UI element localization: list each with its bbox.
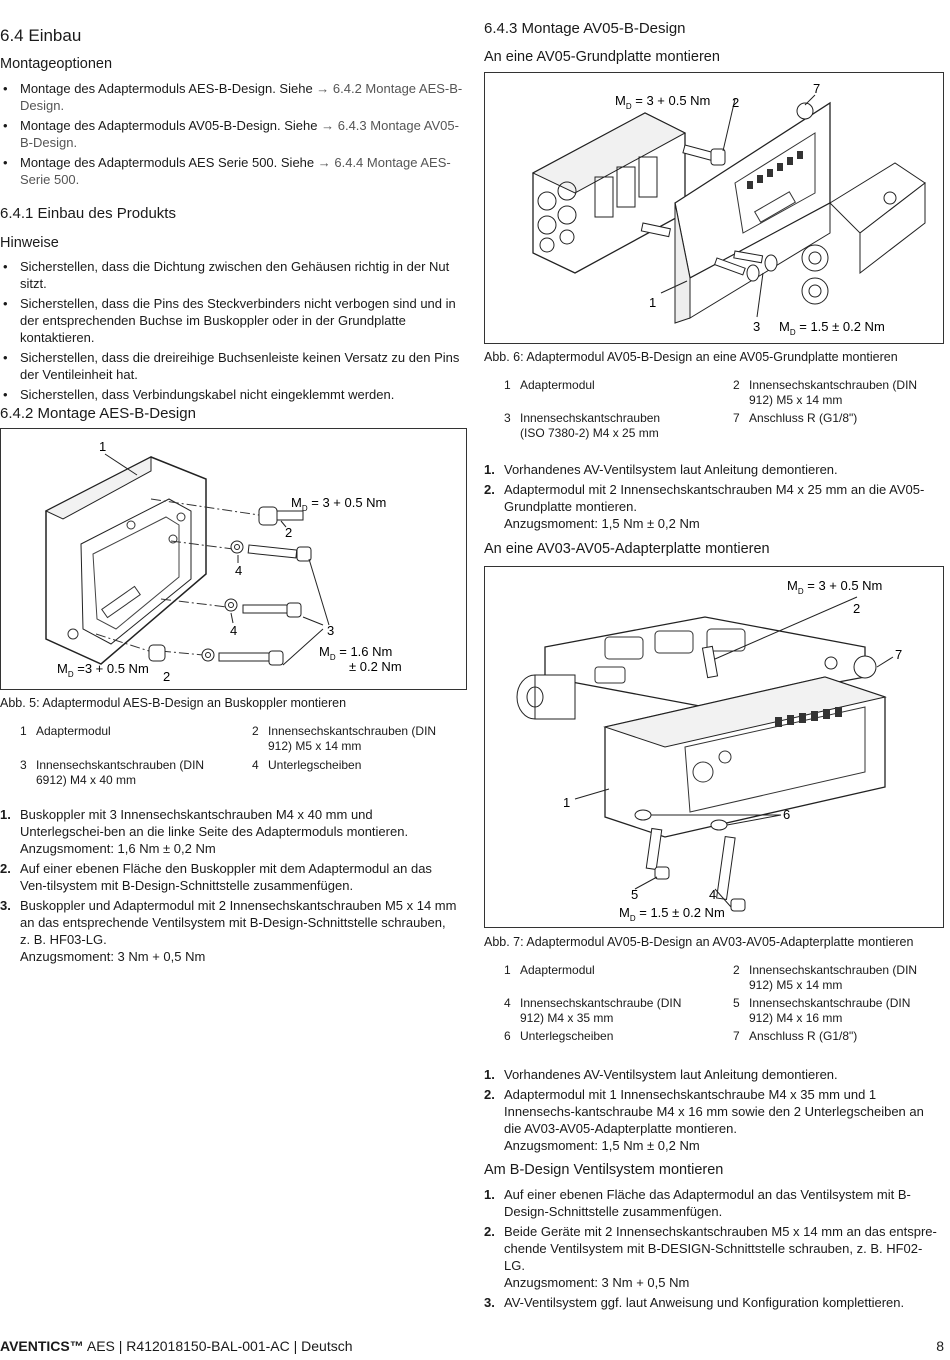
fig7-label-7: 7 xyxy=(895,647,902,662)
fig5-md-label: MD = 3 + 0.5 Nm xyxy=(291,495,386,513)
fig5-md-tolerance: ± 0.2 Nm xyxy=(349,659,402,674)
fig6-label-7: 7 xyxy=(813,81,820,96)
fig5-md-label-bottom: MD =3 + 0.5 Nm xyxy=(57,661,149,679)
brand-name: AVENTICS™ xyxy=(0,1338,84,1354)
figure-5-drawing: 1 MD = 3 + 0.5 Nm 2 4 4 3 MD = 1.6 Nm ± … xyxy=(44,439,402,684)
list-item: Sicherstellen, dass die dreireihige Buch… xyxy=(0,349,468,383)
step-item: 2.Auf einer ebenen Fläche den Buskoppler… xyxy=(0,861,432,893)
step-item: 2.Adaptermodul mit 1 Innensechskantschra… xyxy=(484,1087,924,1153)
figure-7-drawing: MD = 3 + 0.5 Nm 2 7 1 6 5 4 MD = 1.5 ± 0… xyxy=(516,578,902,923)
subsection-title-642: 6.4.2 Montage AES-B-Design xyxy=(0,405,196,422)
list-item: Sicherstellen, dass die Pins des Steckve… xyxy=(0,295,468,346)
av05-steps: 1.Vorhandenes AV-Ventilsystem laut Anlei… xyxy=(484,461,940,535)
b-design-heading: Am B-Design Ventilsystem montieren xyxy=(484,1162,724,1178)
fig5-label-2-top: 2 xyxy=(285,525,292,540)
fig7-md-top: MD = 3 + 0.5 Nm xyxy=(787,578,882,596)
fig6-label-2: 2 xyxy=(732,95,739,110)
fig7-label-2: 2 xyxy=(853,601,860,616)
section-title: 6.4 Einbau xyxy=(0,26,82,45)
av05-heading: An eine AV05-Grundplatte montieren xyxy=(484,49,720,65)
step-item: 3.AV-Ventilsystem ggf. laut Anweisung un… xyxy=(484,1295,905,1310)
step-item: 1.Buskoppler mit 3 Innensechskantschraub… xyxy=(0,807,409,856)
fig7-label-6: 6 xyxy=(783,807,790,822)
fig7-label-5: 5 xyxy=(631,887,638,902)
list-item: Montage des Adaptermoduls AV05-B-Design.… xyxy=(0,117,468,151)
fig6-md-bottom: MD = 1.5 ± 0.2 Nm xyxy=(779,319,885,337)
fig6-label-3: 3 xyxy=(753,319,760,334)
fig7-md-bottom: MD = 1.5 ± 0.2 Nm xyxy=(619,905,725,923)
fig5-label-2-bottom: 2 xyxy=(163,669,170,684)
step-item: 2.Adaptermodul mit 2 Innensechskantschra… xyxy=(484,482,925,531)
fig6-md-top: MD = 3 + 0.5 Nm xyxy=(615,93,710,111)
subsection-title-641: 6.4.1 Einbau des Produkts xyxy=(0,205,176,222)
footer: AVENTICS™ AES | R412018150-BAL-001-AC | … xyxy=(0,1338,353,1354)
fig7-label-1: 1 xyxy=(563,795,570,810)
cross-reference-link[interactable]: → 6.4.4 Montage AES-Serie 500. xyxy=(20,155,451,187)
aes-b-design-steps: 1.Buskoppler mit 3 Innensechskantschraub… xyxy=(0,806,458,968)
fig6-label-1: 1 xyxy=(649,295,656,310)
av03-heading: An eine AV03-AV05-Adapterplatte montiere… xyxy=(484,541,770,557)
b-design-steps: 1.Auf einer ebenen Fläche das Adaptermod… xyxy=(484,1186,942,1314)
av03-steps: 1.Vorhandenes AV-Ventilsystem laut Anlei… xyxy=(484,1066,942,1157)
fig5-label-3: 3 xyxy=(327,623,334,638)
hinweise-heading: Hinweise xyxy=(0,235,59,251)
figure-6-av05: MD = 3 + 0.5 Nm 2 7 1 3 MD = 1.5 ± 0.2 N… xyxy=(484,72,944,344)
figure-5-caption: Abb. 5: Adaptermodul AES-B-Design an Bus… xyxy=(0,696,347,710)
figure-7-caption: Abb. 7: Adaptermodul AV05-B-Design an AV… xyxy=(484,935,914,949)
step-item: 1.Vorhandenes AV-Ventilsystem laut Anlei… xyxy=(484,462,838,477)
list-item: Sicherstellen, dass die Dichtung zwische… xyxy=(0,258,468,292)
montageoptionen-heading: Montageoptionen xyxy=(0,56,113,72)
figure-6-drawing: MD = 3 + 0.5 Nm 2 7 1 3 MD = 1.5 ± 0.2 N… xyxy=(531,81,926,337)
list-item: Sicherstellen, dass Verbindungskabel nic… xyxy=(0,386,468,403)
montageoptionen-list: Montage des Adaptermoduls AES-B-Design. … xyxy=(0,80,468,191)
fig5-md-label-screws: MD = 1.6 Nm xyxy=(319,644,392,662)
list-item: Montage des Adaptermoduls AES-B-Design. … xyxy=(0,80,468,114)
step-item: 3.Buskoppler und Adaptermodul mit 2 Inne… xyxy=(0,898,457,964)
document-id: AES | R412018150-BAL-001-AC | Deutsch xyxy=(83,1338,353,1354)
fig7-label-4: 4 xyxy=(709,887,716,902)
fig5-label-1: 1 xyxy=(99,439,106,454)
step-item: 2.Beide Geräte mit 2 Innensechskantschra… xyxy=(484,1224,937,1290)
cross-reference-link[interactable]: → 6.4.3 Montage AV05-B-Design. xyxy=(20,118,459,150)
step-item: 1.Vorhandenes AV-Ventilsystem laut Anlei… xyxy=(484,1067,838,1082)
fig5-label-4-bottom: 4 xyxy=(230,623,237,638)
cross-reference-link[interactable]: → 6.4.2 Montage AES-B-Design. xyxy=(20,81,463,113)
figure-6-caption: Abb. 6: Adaptermodul AV05-B-Design an ei… xyxy=(484,350,898,364)
list-item: Montage des Adaptermoduls AES Serie 500.… xyxy=(0,154,468,188)
hinweise-list: Sicherstellen, dass die Dichtung zwische… xyxy=(0,258,468,406)
figure-7-av03-av05: MD = 3 + 0.5 Nm 2 7 1 6 5 4 MD = 1.5 ± 0… xyxy=(484,566,944,928)
subsection-title-643: 6.4.3 Montage AV05-B-Design xyxy=(484,20,686,37)
figure-5-aes-b-design: 1 MD = 3 + 0.5 Nm 2 4 4 3 MD = 1.6 Nm ± … xyxy=(0,428,467,690)
page-number: 8 xyxy=(936,1338,944,1354)
step-item: 1.Auf einer ebenen Fläche das Adaptermod… xyxy=(484,1187,911,1219)
fig5-label-4-top: 4 xyxy=(235,563,242,578)
